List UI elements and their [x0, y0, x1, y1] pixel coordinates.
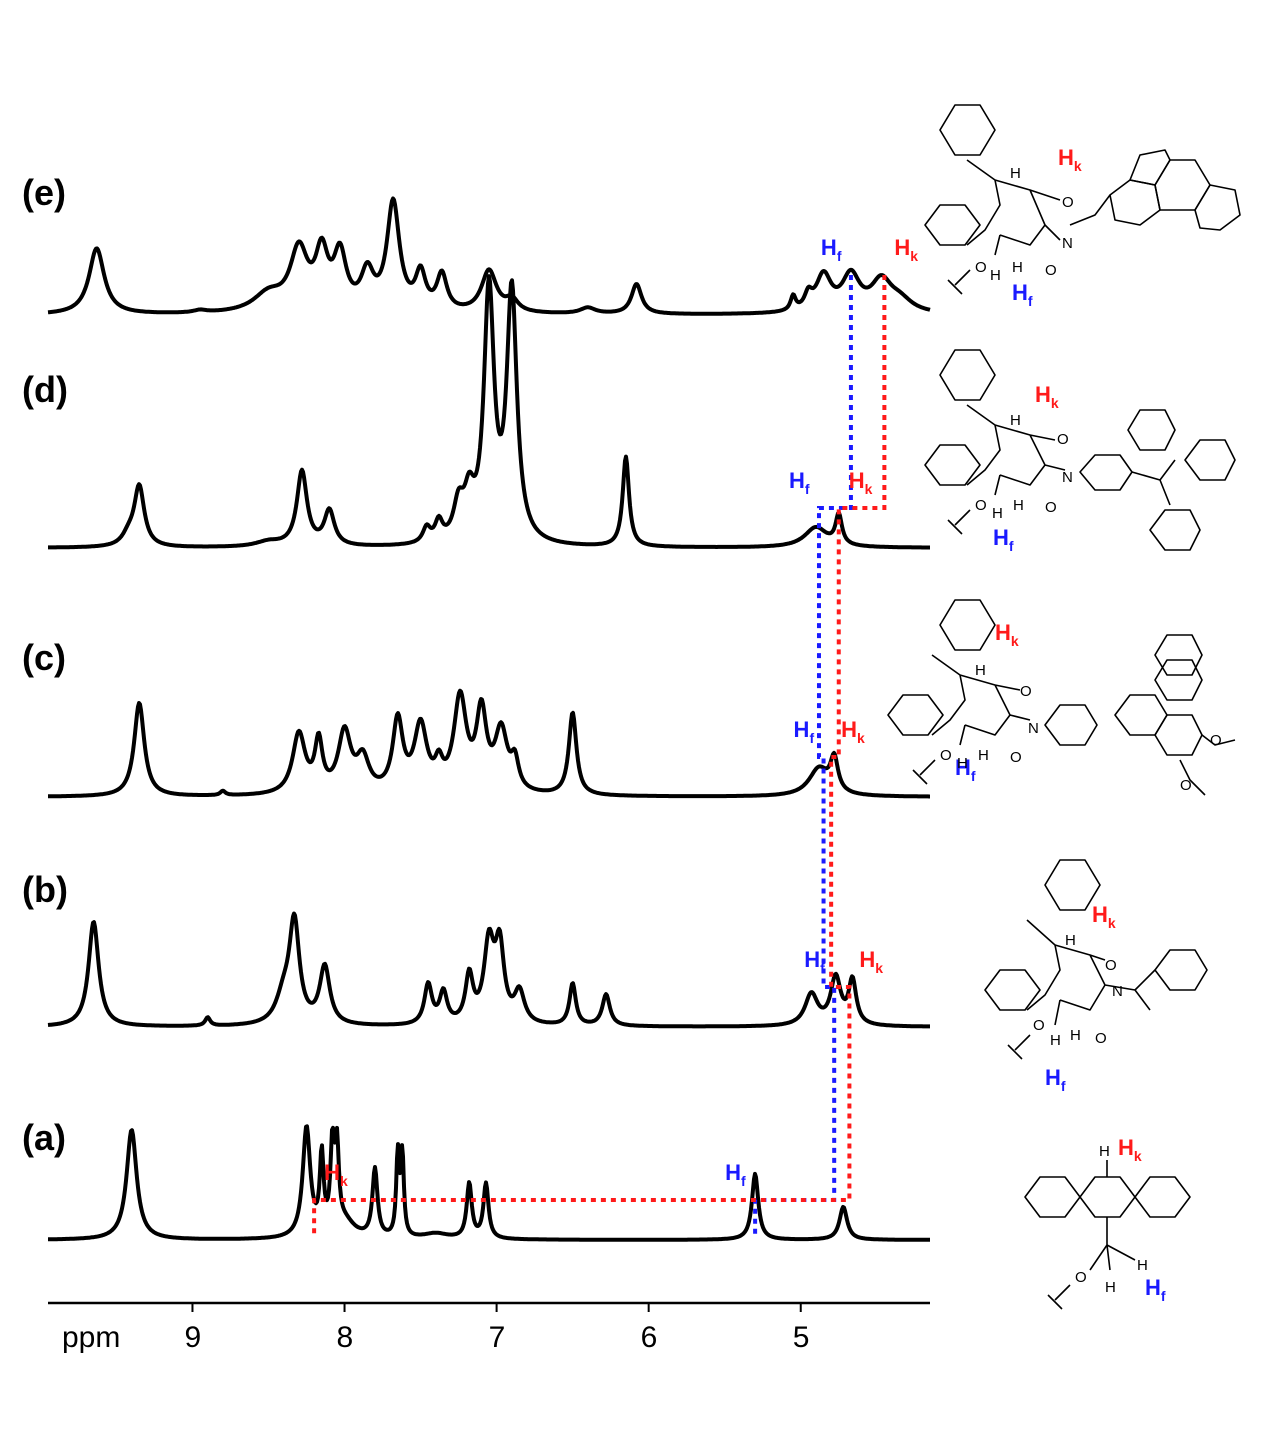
svg-text:N: N [1062, 469, 1073, 486]
Hk-label: Hk [859, 947, 883, 976]
svg-text:O: O [1180, 777, 1192, 794]
svg-text:N: N [1112, 983, 1123, 1000]
svg-text:H: H [1105, 1279, 1116, 1296]
Hk-label: Hk [1058, 145, 1082, 174]
panel-label: (c) [22, 637, 66, 678]
structure-d-icon: H O N O O H H [924, 349, 1236, 551]
svg-text:O: O [1045, 262, 1057, 279]
x-axis-label: ppm [62, 1321, 120, 1354]
Hf-label: Hf [789, 468, 810, 497]
svg-text:H: H [1070, 1027, 1081, 1044]
x-tick-label: 5 [793, 1321, 810, 1354]
svg-text:N: N [1062, 235, 1073, 252]
panel-label: (b) [22, 869, 68, 910]
structure-c-icon: H O N O O H H O O [887, 599, 1236, 796]
spectrum-trace [47, 274, 931, 550]
Hk-label: Hk [849, 468, 873, 497]
structure-e-icon: H O N O O H H [924, 104, 1241, 295]
spectrum-trace [47, 1124, 931, 1242]
x-tick-label: 8 [337, 1321, 354, 1354]
svg-text:H: H [1013, 497, 1024, 514]
svg-text:H: H [1010, 165, 1021, 182]
Hf-label: Hf [1045, 1065, 1066, 1094]
Hf-label: Hf [1145, 1275, 1166, 1304]
svg-text:O: O [940, 747, 952, 764]
svg-text:N: N [1028, 720, 1039, 737]
svg-text:O: O [975, 259, 987, 276]
svg-text:O: O [1095, 1030, 1107, 1047]
svg-text:H: H [1010, 412, 1021, 429]
Hf-label: Hf [804, 947, 825, 976]
Hf-label: Hf [955, 755, 976, 784]
spectrum-trace [47, 911, 931, 1029]
structure-b-icon: H O N O O H H [984, 859, 1208, 1060]
svg-text:O: O [1062, 194, 1074, 211]
spectra-plot [47, 196, 931, 1242]
svg-text:H: H [1050, 1032, 1061, 1049]
svg-text:H: H [1099, 1143, 1110, 1160]
panel-label: (d) [22, 369, 68, 410]
svg-text:H: H [975, 662, 986, 679]
svg-text:H: H [957, 755, 968, 772]
x-tick-label: 7 [489, 1321, 506, 1354]
Hk-label: Hk [1035, 382, 1059, 411]
Hk-tracking-line [312, 275, 887, 1235]
panel-label: (e) [22, 172, 66, 213]
x-tick-label: 6 [641, 1321, 658, 1354]
svg-text:H: H [1065, 932, 1076, 949]
Hk-label: Hk [1092, 902, 1116, 931]
svg-text:O: O [1045, 499, 1057, 516]
svg-text:H: H [990, 267, 1001, 284]
Hk-label: Hk [841, 717, 865, 746]
svg-text:O: O [975, 497, 987, 514]
Hf-label: Hf [993, 525, 1014, 554]
x-axis: ppm 9 8 7 6 5 [48, 1301, 930, 1354]
Hf-label: Hf [1012, 280, 1033, 309]
Hf-label: Hf [725, 1160, 746, 1189]
svg-text:O: O [1210, 732, 1222, 749]
structure-a-icon: H O H H [1024, 1143, 1191, 1310]
svg-text:H: H [992, 505, 1003, 522]
Hk-label: Hk [894, 235, 918, 264]
Hf-label: Hf [794, 717, 815, 746]
x-tick-label: 9 [184, 1321, 201, 1354]
svg-text:O: O [1057, 431, 1069, 448]
svg-text:O: O [1075, 1269, 1087, 1286]
spectrum-trace [47, 196, 931, 316]
svg-text:H: H [1012, 259, 1023, 276]
svg-text:O: O [1010, 749, 1022, 766]
svg-text:H: H [978, 747, 989, 764]
Hf-tracking-line [753, 275, 853, 1235]
svg-text:O: O [1020, 683, 1032, 700]
structures: H O N O O H H H O N O O H H [887, 104, 1241, 1310]
svg-text:H: H [1137, 1257, 1148, 1274]
Hk-label: Hk [995, 620, 1019, 649]
svg-text:O: O [1105, 957, 1117, 974]
svg-text:O: O [1033, 1017, 1045, 1034]
panel-label: (a) [22, 1117, 66, 1158]
Hk-label: Hk [1118, 1135, 1142, 1164]
spectrum-trace [47, 688, 931, 799]
Hk-label: Hk [324, 1160, 348, 1189]
Hf-label: Hf [821, 235, 842, 264]
